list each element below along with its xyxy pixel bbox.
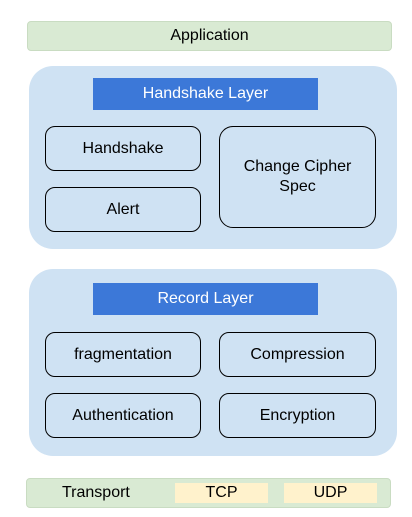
tcp-label: TCP xyxy=(205,484,238,501)
compression-label: Compression xyxy=(250,345,345,363)
application-bar: Application xyxy=(27,21,392,51)
tcp-protocol: TCP xyxy=(175,483,268,503)
alert-box: Alert xyxy=(45,187,201,232)
authentication-box: Authentication xyxy=(45,393,201,438)
fragmentation-box: fragmentation xyxy=(45,332,201,377)
handshake-box: Handshake xyxy=(45,126,201,171)
application-label: Application xyxy=(170,27,249,44)
encryption-box: Encryption xyxy=(219,393,376,438)
compression-box: Compression xyxy=(219,332,376,377)
record-layer-title: Record Layer xyxy=(93,283,318,315)
change-cipher-spec-label-line1: Change Cipher xyxy=(243,158,352,175)
encryption-label: Encryption xyxy=(259,406,336,424)
authentication-label: Authentication xyxy=(72,406,174,424)
fragmentation-label: fragmentation xyxy=(74,345,172,363)
transport-label: Transport xyxy=(62,484,130,501)
change-cipher-spec-label-line2: Spec xyxy=(279,178,316,195)
change-cipher-spec-box: Change Cipher Spec xyxy=(219,126,376,228)
handshake-label: Handshake xyxy=(82,139,164,157)
handshake-layer-title: Handshake Layer xyxy=(93,78,318,110)
udp-label: UDP xyxy=(313,484,348,501)
udp-protocol: UDP xyxy=(284,483,377,503)
alert-label: Alert xyxy=(106,200,140,218)
